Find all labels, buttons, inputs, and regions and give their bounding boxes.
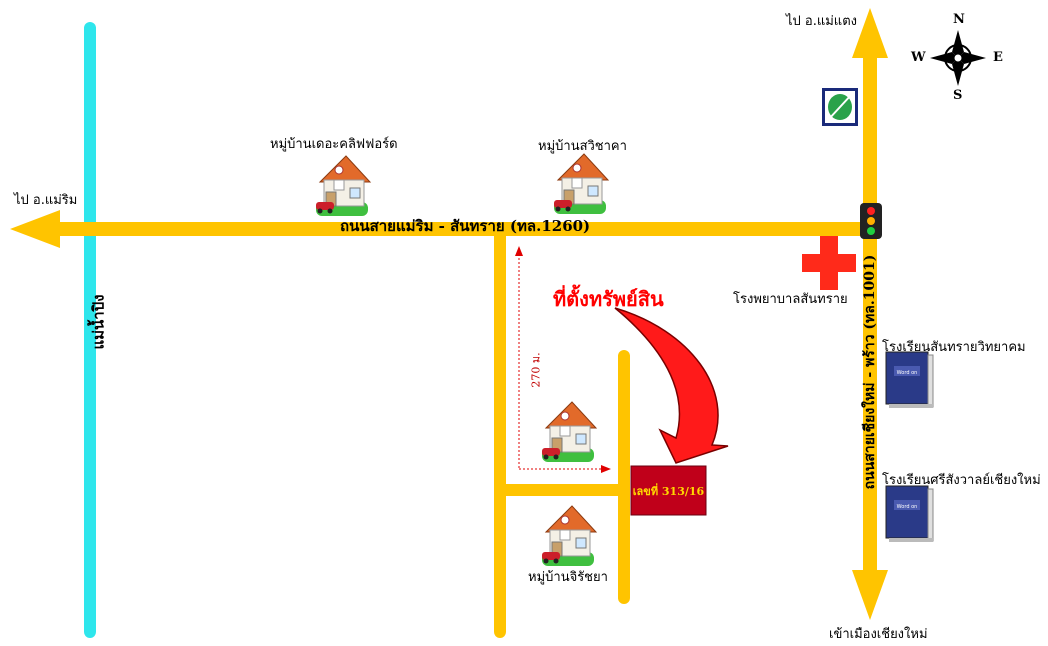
house-icon xyxy=(315,155,371,217)
property-title: ที่ตั้งทรัพย์สิน xyxy=(553,287,664,311)
traffic-light-icon xyxy=(860,203,882,239)
vertical-road-label: ถนนสายเชียงใหม่ - พร้าว (ทล.1001) xyxy=(862,254,878,490)
main-road-label: ถนนสายแม่ริม - สันทราย (ทล.1260) xyxy=(340,217,591,235)
school-1-label: โรงเรียนสันทรายวิทยาคม xyxy=(882,340,1026,355)
left-arrow-icon xyxy=(10,210,60,248)
compass-s: S xyxy=(953,88,963,103)
village-the-clifford-label: หมู่บ้านเดอะคลิฟฟอร์ด xyxy=(270,137,398,152)
to-mae-taeng-label: ไป อ.แม่แตง xyxy=(786,14,857,29)
to-chiang-mai-label: เข้าเมืองเชียงใหม่ xyxy=(829,627,928,642)
curved-arrow-icon xyxy=(614,307,729,464)
school-book-icon xyxy=(885,351,934,409)
compass-w: W xyxy=(911,50,926,65)
property-number: เลขที่ 313/16 xyxy=(632,484,705,498)
river-label: แม่น้ำปิง xyxy=(89,294,108,350)
house-icon xyxy=(553,153,609,215)
house-icon xyxy=(541,401,597,463)
house-icon xyxy=(541,505,597,567)
hospital-label: โรงพยาบาลสันทราย xyxy=(733,292,848,307)
village-jiratchaya-label: หมู่บ้านจิรัชยา xyxy=(528,570,608,585)
up-arrow-icon xyxy=(852,8,888,58)
hospital-cross-icon xyxy=(802,236,856,290)
school-2-label: โรงเรียนศรีสังวาลย์เชียงใหม่ xyxy=(882,473,1041,488)
school-book-icon xyxy=(885,485,934,543)
gas-station-icon xyxy=(822,88,858,126)
compass-icon xyxy=(930,30,986,86)
to-mae-rim-label: ไป อ.แม่ริม xyxy=(14,193,78,208)
down-arrow-icon xyxy=(852,570,888,620)
compass-e: E xyxy=(993,50,1003,65)
distance-label: 270 ม. xyxy=(529,352,543,388)
compass-n: N xyxy=(953,12,965,27)
village-sawichaka-label: หมู่บ้านสวิชาคา xyxy=(538,139,627,154)
property-box xyxy=(630,465,707,516)
